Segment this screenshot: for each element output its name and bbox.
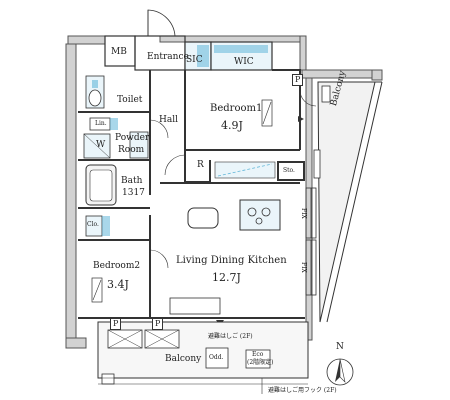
sic-label: SIC	[186, 55, 203, 65]
right-balcony	[317, 81, 383, 323]
eco-label-2: (2階限定)	[247, 359, 274, 366]
bottom-balcony	[97, 321, 309, 394]
powder-room-label-1: Powder	[115, 133, 150, 143]
kitchen-counter	[239, 199, 281, 231]
p-middle-label: P	[152, 318, 164, 330]
bath-label-1: Bath	[121, 176, 143, 186]
sto-label: Sto.	[283, 167, 295, 174]
clo-label: Clo.	[87, 221, 99, 228]
ldk-size: 12.7J	[212, 271, 241, 284]
door-swings	[149, 89, 317, 269]
ldk-name: Living Dining Kitchen	[176, 255, 287, 266]
bath-label-2: 1317	[122, 188, 145, 198]
powder-room-label-2: Room	[118, 145, 145, 155]
hook-note: 避難はしご用フック (2F)	[268, 387, 337, 394]
north-label: N	[336, 342, 344, 352]
entrance-door	[147, 9, 176, 37]
lin-label: Lin.	[95, 120, 107, 127]
fix-2-label: FIX	[300, 262, 307, 273]
toilet-fixture	[85, 75, 105, 109]
right-windows	[305, 187, 317, 296]
bedroom2-name: Bedroom2	[93, 261, 141, 271]
p-left-label: P	[110, 318, 122, 330]
eco-label-1: Eco	[252, 351, 264, 358]
balcony-bottom-label: Balcony	[165, 354, 202, 364]
w-label: W	[96, 140, 106, 150]
north-arrow	[326, 358, 354, 386]
odd-label: Odd.	[209, 354, 224, 361]
fix-1-label: FIX	[300, 208, 307, 219]
mb-closet	[104, 35, 136, 67]
wic-label: WIC	[234, 57, 254, 67]
entrance-label: Entrance	[147, 52, 189, 62]
bedroom1-size: 4.9J	[221, 119, 243, 132]
kitchen-island	[187, 207, 219, 229]
hall-label: Hall	[159, 115, 178, 125]
bedroom1-name: Bedroom1	[210, 103, 263, 114]
r-label: R	[197, 160, 204, 170]
ladder-note: 避難はしご (2F)	[208, 333, 253, 340]
bedroom2-size: 3.4J	[107, 278, 129, 291]
p-top-right-label: P	[292, 74, 304, 86]
mb-label: MB	[111, 47, 127, 57]
toilet-label: Toilet	[117, 95, 143, 105]
